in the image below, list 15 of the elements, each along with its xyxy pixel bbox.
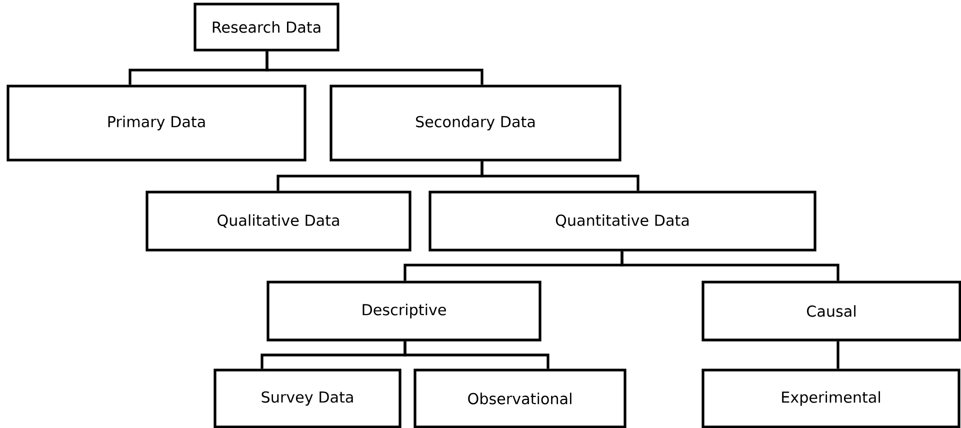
connector-line (836, 341, 840, 369)
category-box: Research Data (194, 2, 340, 52)
category-box: Primary Data (6, 84, 306, 162)
connector-line (266, 51, 484, 85)
category-box: Quantitative Data (428, 190, 816, 252)
category-box: Survey Data (214, 368, 402, 428)
category-box: Experimental (702, 368, 960, 428)
category-box: Qualitative Data (146, 190, 412, 252)
category-box: Observational (414, 368, 626, 428)
category-box: Causal (702, 280, 961, 342)
category-box: Descriptive (266, 280, 542, 342)
connector-line (404, 341, 550, 369)
connector-line (620, 251, 840, 281)
connector-line (480, 161, 640, 191)
category-box: Secondary Data (330, 84, 622, 162)
